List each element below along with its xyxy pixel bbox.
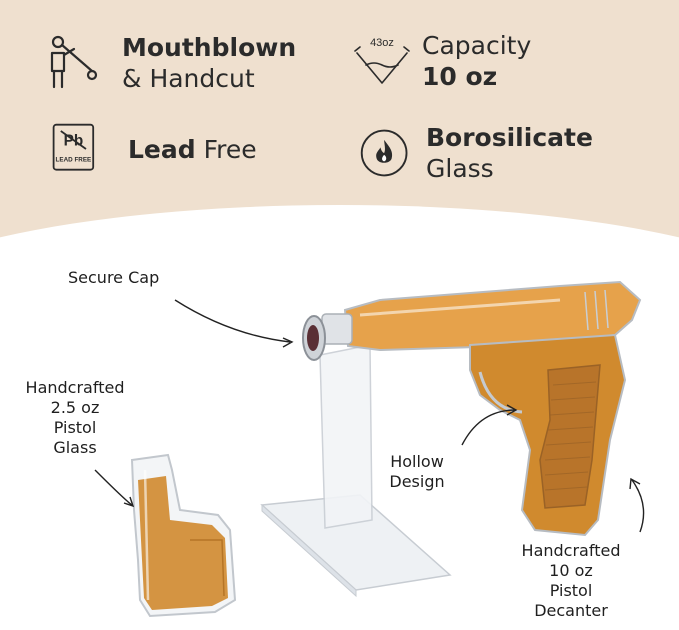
label-secure-cap: Secure Cap (68, 268, 160, 287)
feature-capacity-regular: Capacity (422, 31, 532, 60)
flame-icon (360, 129, 408, 177)
lead-free-icon-caption: LEAD FREE (56, 157, 92, 164)
feature-mouthblown-text: Mouthblown & Handcut (122, 32, 296, 94)
arrow-decanter (631, 479, 645, 533)
feature-borosilicate: Borosilicate Glass (358, 122, 593, 184)
feature-lead-free: Pb LEAD FREE Lead Free (50, 122, 257, 176)
label-hollow-line-1: Hollow (390, 452, 444, 471)
arrow-secure-cap (174, 299, 291, 343)
feature-mouthblown-regular: & Handcut (122, 64, 255, 93)
arrow-hollow (461, 409, 516, 446)
label-hollow-design: Hollow Design (382, 452, 452, 492)
label-decanter-line-2: 10 oz (549, 561, 593, 580)
glassblower-icon (50, 35, 98, 89)
label-decanter-line-1: Handcrafted (521, 541, 621, 560)
pistol-glass (130, 453, 237, 618)
feature-borosilicate-text: Borosilicate Glass (426, 122, 593, 184)
lead-free-icon: Pb LEAD FREE (52, 123, 95, 171)
feature-lead-free-text: Lead Free (128, 134, 257, 165)
acrylic-stand (260, 344, 452, 598)
label-pistol-glass-line-3: Pistol (53, 418, 97, 437)
feature-capacity-text: Capacity 10 oz (422, 30, 531, 92)
feature-capacity: 43oz Capacity 10 oz (352, 30, 531, 92)
feature-borosilicate-regular: Glass (426, 154, 494, 183)
label-pistol-glass-line-4: Glass (53, 438, 97, 457)
feature-lead-free-regular: Free (203, 134, 257, 164)
label-pistol-glass-line-2: 2.5 oz (50, 398, 100, 417)
label-hollow-line-2: Design (389, 472, 445, 491)
feature-capacity-bold: 10 oz (422, 62, 498, 91)
feature-mouthblown: Mouthblown & Handcut (40, 32, 296, 94)
pistol-decanter (302, 280, 642, 537)
label-pistol-glass: Handcrafted 2.5 oz Pistol Glass (14, 378, 136, 458)
label-decanter-line-4: Decanter (534, 601, 608, 620)
label-pistol-glass-line-1: Handcrafted (25, 378, 125, 397)
label-decanter-line-3: Pistol (549, 581, 593, 600)
arrow-pistol-glass (94, 469, 133, 506)
callout-arrows (94, 299, 645, 533)
features-panel (0, 0, 679, 260)
feature-mouthblown-bold: Mouthblown (122, 33, 297, 62)
capacity-icon: 43oz (354, 37, 410, 84)
feature-borosilicate-bold: Borosilicate (426, 123, 593, 152)
label-pistol-decanter: Handcrafted 10 oz Pistol Decanter (508, 541, 634, 621)
feature-lead-free-bold: Lead (128, 134, 196, 164)
capacity-icon-text: 43oz (370, 37, 394, 49)
